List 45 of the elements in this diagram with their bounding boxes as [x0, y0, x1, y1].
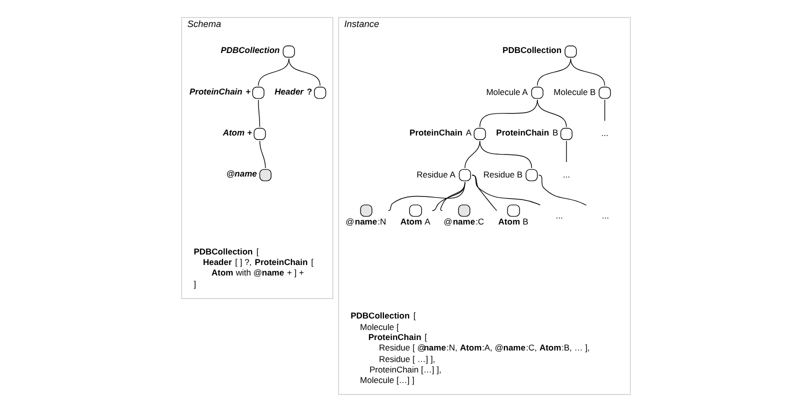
node-label: ProteinChain + — [189, 86, 251, 96]
node-text: ... — [556, 210, 563, 220]
connector — [570, 58, 606, 86]
node-label: PDBCollection — [220, 44, 280, 55]
node-label: PDBCollection — [502, 44, 562, 55]
connector — [604, 99, 606, 121]
node-label: @name:C — [444, 216, 484, 226]
connector — [258, 99, 260, 127]
node-label: @name:N — [346, 216, 386, 226]
connector — [288, 58, 320, 86]
label: Molecule [ — [360, 321, 399, 332]
label: ProteinChain […] ], — [370, 364, 442, 374]
node-label: ProteinChain A — [410, 126, 472, 137]
connector — [538, 174, 587, 206]
connector — [536, 99, 567, 127]
label: ProteinChain [ — [368, 331, 428, 342]
connector — [440, 181, 466, 210]
node-label: Molecule A — [486, 86, 528, 96]
node-label: Atom A — [400, 216, 430, 226]
connector — [259, 140, 266, 168]
node-label: Atom + — [222, 126, 252, 137]
connector — [432, 181, 466, 210]
node-text: ... — [562, 168, 570, 179]
connector — [472, 174, 540, 205]
label: Header [ ] ?, ProteinChain [ — [202, 256, 314, 266]
connector — [536, 58, 572, 86]
label: Residue [ …] ], — [378, 353, 436, 364]
connector — [479, 140, 532, 168]
label: ] — [194, 278, 196, 288]
label: PDBCollection [ — [194, 246, 259, 256]
node-label: @name — [226, 168, 257, 178]
label: Atom with @name + ] + — [211, 267, 304, 278]
node-label: Residue A — [416, 168, 456, 179]
connector — [388, 181, 466, 210]
node-text: ... — [602, 210, 610, 220]
connector — [566, 140, 567, 162]
node-label: Atom B — [498, 216, 528, 226]
node-label: Residue B — [483, 168, 523, 179]
label: PDBCollection [ — [350, 310, 416, 320]
node-text: ... — [601, 128, 608, 138]
node-label: ProteinChain B — [496, 126, 558, 137]
node-label: Molecule B — [554, 86, 596, 96]
connector — [472, 174, 498, 210]
node-label: Header ? — [274, 86, 312, 96]
label: Molecule […] ] — [360, 374, 414, 385]
